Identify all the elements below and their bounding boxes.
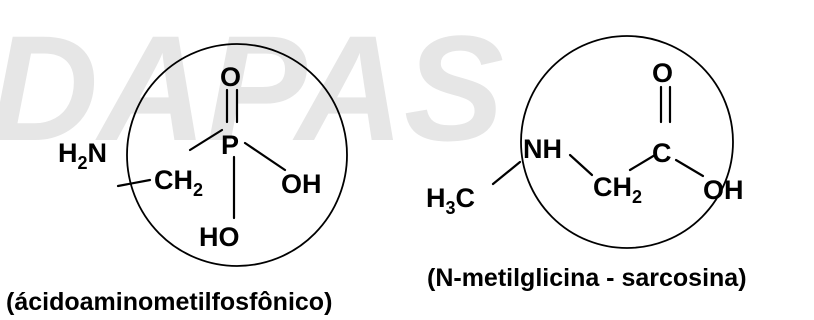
ch2-subscript-right: 2	[632, 187, 642, 207]
bond-c-oh	[674, 158, 705, 178]
highlight-ellipse-left	[126, 43, 348, 267]
atom-oxygen-top-right: O	[652, 58, 673, 88]
atom-ho-left: HO	[199, 222, 240, 252]
watermark-text: DAPAS	[0, 4, 504, 172]
molecule-left: O P H2N CH2 OH HO (ácidoaminometilfosfôn…	[6, 43, 348, 316]
bond-nh-ch2	[568, 153, 594, 177]
atom-carbonyl-c: C	[652, 138, 672, 168]
ch2-c-right: CH	[593, 172, 632, 202]
bond-h3c-nh	[491, 160, 522, 186]
caption-right: (N-metilglicina - sarcosina)	[427, 264, 747, 292]
bond-ch2-p	[188, 128, 224, 152]
bond-p-oh	[243, 141, 287, 172]
highlight-ellipse-right	[520, 35, 734, 249]
h2n-n: N	[88, 138, 108, 168]
atom-h2n-left: H2N	[58, 138, 107, 173]
bond-ch2-c	[628, 153, 657, 172]
caption-left: (ácidoaminometilfosfônico)	[6, 288, 332, 316]
atom-oxygen-top-left: O	[220, 62, 241, 92]
molecule-right: O NH C H3C CH2 OH (N-metilglicina - sarc…	[426, 35, 747, 292]
ch2-c-left: CH	[154, 165, 193, 195]
h3c-subscript: 3	[446, 198, 456, 218]
atom-phosphorus: P	[221, 130, 239, 160]
h2n-subscript: 2	[78, 153, 88, 173]
atom-nh: NH	[523, 134, 562, 164]
atom-oh-right: OH	[703, 175, 744, 205]
h2n-h: H	[58, 138, 78, 168]
ch2-subscript-left: 2	[193, 180, 203, 200]
bond-n-ch2	[116, 178, 152, 188]
atom-h3c: H3C	[426, 183, 475, 218]
h3c-c: C	[456, 183, 476, 213]
atom-ch2-left: CH2	[154, 165, 203, 200]
atom-ch2-right: CH2	[593, 172, 642, 207]
atom-oh-left: OH	[281, 169, 322, 199]
h3c-h: H	[426, 183, 446, 213]
